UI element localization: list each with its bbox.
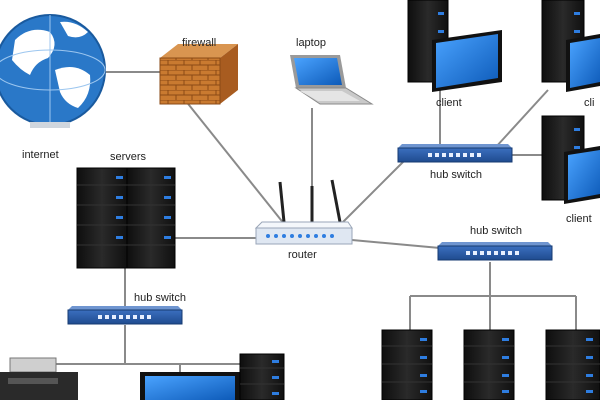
label-hub-switch-top: hub switch [430, 169, 482, 181]
laptop-icon [290, 55, 374, 105]
switch-icon [437, 242, 553, 261]
label-internet: internet [22, 149, 59, 161]
label-client-1: client [436, 97, 462, 109]
server-icon [381, 329, 433, 400]
label-hub-switch-mid: hub switch [470, 225, 522, 237]
printer-icon [0, 357, 78, 400]
switch-icon [67, 306, 183, 325]
cable-router-switchmid [351, 239, 441, 249]
monitor-icon [140, 372, 240, 400]
monitor-icon [566, 34, 600, 92]
server-icon [76, 167, 176, 269]
cable-switchtop-client2 [494, 89, 549, 149]
label-firewall: firewall [182, 37, 216, 49]
switch-icon [397, 144, 513, 163]
label-client-3: client [566, 213, 592, 225]
server-icon [463, 329, 515, 400]
router-icon [254, 179, 353, 245]
cable-router-switchtop [339, 159, 406, 226]
label-laptop: laptop [296, 37, 326, 49]
monitor-icon [564, 146, 600, 204]
label-hub-switch-left: hub switch [134, 292, 186, 304]
server-icon [239, 353, 285, 400]
cable-firewall-router [184, 99, 286, 226]
label-servers: servers [110, 151, 147, 163]
monitor-icon [432, 30, 502, 92]
firewall-icon [159, 44, 238, 105]
label-client-2: cli [584, 97, 594, 109]
label-router: router [288, 249, 317, 261]
server-icon [545, 329, 600, 400]
globe-icon [0, 14, 106, 128]
